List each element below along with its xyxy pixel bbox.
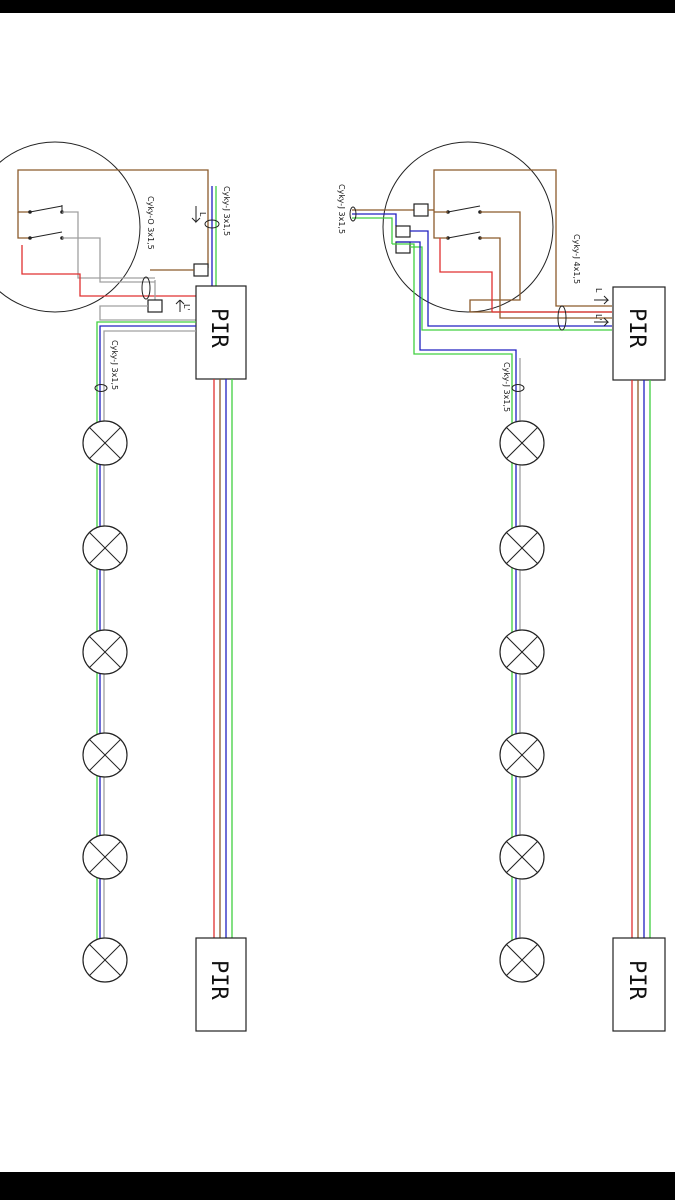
cable-clamp-icon bbox=[94, 384, 108, 392]
right-cable-top-label: Cyky-J 3x1,5 bbox=[337, 184, 346, 234]
cable-clamp-icon bbox=[349, 206, 357, 222]
left-pir-top-label: PIR bbox=[206, 308, 231, 348]
cable-clamp-icon bbox=[557, 305, 567, 331]
left-cable-top-label: Cyky-J 3x1,5 bbox=[222, 186, 231, 236]
left-wire-brown-branch bbox=[17, 212, 30, 239]
arrow-icon bbox=[594, 295, 610, 305]
bottom-black-bar bbox=[0, 1172, 675, 1200]
terminal-icon bbox=[413, 203, 429, 217]
left-l-top: L bbox=[198, 212, 207, 217]
arrow-icon bbox=[175, 299, 185, 312]
lamp-icon bbox=[499, 420, 545, 466]
left-junction-circle bbox=[0, 141, 141, 313]
left-wire-red bbox=[21, 245, 198, 297]
wiring-diagram-canvas: L L' Cyky-J 3x1,5 Cyky-O 3x1,5 PIR PIR C… bbox=[0, 13, 675, 1172]
top-black-bar bbox=[0, 0, 675, 13]
left-pir-bottom-label: PIR bbox=[206, 960, 231, 1000]
cable-clamp-icon bbox=[141, 276, 151, 300]
switch-icon bbox=[29, 231, 63, 239]
lamp-icon bbox=[499, 834, 545, 880]
lamp-icon bbox=[82, 834, 128, 880]
cable-clamp-icon bbox=[511, 384, 525, 392]
left-wire-gray-1 bbox=[62, 211, 155, 279]
switch-icon bbox=[447, 231, 481, 239]
right-l-mid: L' bbox=[594, 314, 603, 321]
lamp-icon bbox=[82, 525, 128, 571]
right-wire-brown-2 bbox=[469, 211, 612, 313]
lamp-icon bbox=[82, 629, 128, 675]
arrow-icon bbox=[191, 206, 201, 224]
lamp-icon bbox=[499, 732, 545, 778]
left-cable-lamps-label: Cyky-J 3x1,5 bbox=[110, 340, 119, 390]
right-cable-pir-label: Cyky-J 4x1,5 bbox=[572, 234, 581, 284]
right-cable-lamps-label: Cyky-J 3x1,5 bbox=[502, 362, 511, 412]
lamp-icon bbox=[499, 937, 545, 983]
switch-icon bbox=[447, 205, 481, 213]
terminal-icon bbox=[147, 299, 163, 313]
right-pir-bottom bbox=[612, 937, 666, 1032]
right-pir-top bbox=[612, 286, 666, 381]
right-wire-brown bbox=[433, 169, 612, 307]
left-wire-brown bbox=[17, 169, 209, 213]
lamp-icon bbox=[82, 732, 128, 778]
left-pir-top bbox=[195, 285, 247, 380]
left-wire-gray-to-pir bbox=[99, 305, 198, 321]
left-wire-gray-2 bbox=[62, 237, 155, 283]
lamp-icon bbox=[499, 629, 545, 675]
right-l-top: L bbox=[594, 288, 603, 293]
right-junction-circle bbox=[382, 141, 554, 313]
lamp-icon bbox=[82, 937, 128, 983]
switch-contact-icon bbox=[28, 236, 32, 240]
cable-clamp-icon bbox=[204, 219, 220, 229]
left-l-mid: L' bbox=[182, 304, 191, 311]
left-lamps bbox=[82, 420, 128, 983]
switch-contact-icon bbox=[28, 210, 32, 214]
switch-icon bbox=[29, 205, 63, 213]
lamp-icon bbox=[82, 420, 128, 466]
left-cable-mid-label: Cyky-O 3x1,5 bbox=[146, 196, 155, 250]
terminal-icon bbox=[193, 263, 209, 277]
right-pir-top-label: PIR bbox=[624, 308, 649, 348]
right-lamps bbox=[499, 420, 545, 983]
right-wire-blue bbox=[410, 230, 612, 327]
right-pir-bottom-label: PIR bbox=[624, 960, 649, 1000]
right-wire-green bbox=[410, 246, 612, 331]
right-wire-red bbox=[439, 238, 493, 312]
left-pir-bottom bbox=[195, 937, 247, 1032]
lamp-icon bbox=[499, 525, 545, 571]
arrow-icon bbox=[594, 317, 610, 327]
terminal-icon bbox=[395, 225, 411, 238]
